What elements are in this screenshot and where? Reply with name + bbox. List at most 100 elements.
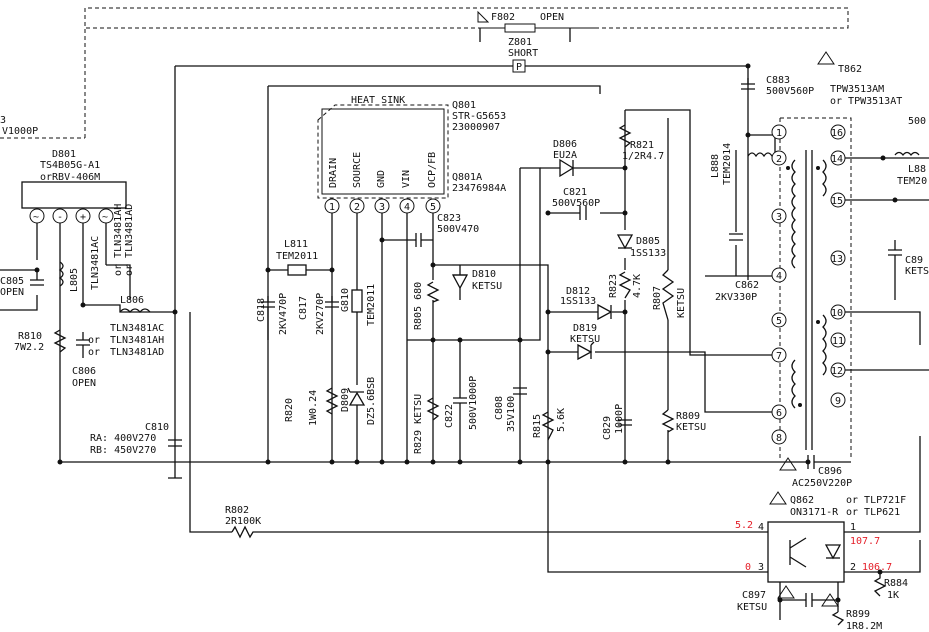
c896-value: AC250V220P: [792, 478, 852, 489]
left-3: 3: [0, 115, 6, 126]
r823-value: 4.7K: [632, 274, 643, 298]
d810-label: D810: [472, 269, 496, 280]
left-labels: 3 V1000P C805 OPEN L805 TLN3481AC or TLN…: [0, 115, 182, 479]
z801-label: Z801: [508, 37, 532, 48]
t862-model-a: TPW3513AM: [830, 84, 884, 95]
q862-pin-1: 1: [850, 522, 856, 533]
heat-sink-label: HEAT SINK: [351, 95, 405, 106]
t-pin-16: 16: [831, 128, 843, 139]
fuse-f802: F802 OPEN: [477, 10, 595, 33]
left-v1000p: V1000P: [2, 126, 38, 137]
c883-capacitor: C883 500V560P: [741, 75, 814, 97]
d805-part: 1SS133: [630, 248, 666, 259]
d801-part: TS4B05G-A1: [40, 160, 100, 171]
q801a-code: 23476984A: [452, 183, 506, 194]
q862-or1: or TLP721F: [846, 495, 906, 506]
dashed-boundary: [0, 7, 852, 460]
d805-label: D805: [636, 236, 660, 247]
l888-label: L888: [710, 154, 721, 178]
r810-value: 7W2.2: [14, 342, 44, 353]
r805-resistor: R805 680: [413, 281, 440, 330]
r807-resistor: R807 KETSU: [652, 269, 687, 321]
q801-ic: HEAT SINK Q801 STR-G5653 23000907 Q801A …: [317, 95, 549, 462]
t-pin-3: 3: [776, 212, 782, 223]
t-pin-12: 12: [831, 366, 843, 377]
c822-capacitor: C822 500V1000P: [444, 340, 479, 462]
voltage-0: 0: [745, 562, 751, 573]
t-pin-10: 10: [831, 308, 843, 319]
c897-label: C897: [742, 590, 766, 601]
c823-capacitor: C823 500V470: [382, 213, 479, 247]
g810-label: G810: [340, 288, 351, 312]
c805-label: C805: [0, 276, 24, 287]
q801a-label: Q801A: [452, 172, 482, 183]
t-pin-2: 2: [776, 154, 782, 165]
l888-inductor: L888 TEM2014: [710, 143, 778, 185]
r899-value: 1R8.2M: [846, 621, 882, 632]
r884-label: R884: [884, 578, 908, 589]
q801-label: Q801: [452, 100, 476, 111]
c821-capacitor: C821 500V560P: [552, 187, 600, 220]
t-pin-6: 6: [776, 408, 782, 419]
c821-label: C821: [563, 187, 587, 198]
voltage-5-2: 5.2: [735, 520, 753, 531]
bridge-pin-pos: +: [80, 212, 86, 223]
tln-list-2: TLN3481AH: [110, 335, 164, 346]
r815-label: R815: [532, 414, 543, 438]
jumper-z801: Z801 SHORT P: [479, 28, 571, 73]
q862-pin-2: 2: [850, 562, 856, 573]
d801-alt: orRBV-406M: [40, 172, 100, 183]
r820-value: 1W0.24: [308, 390, 319, 426]
t-pin-11: 11: [832, 336, 844, 347]
c897-value: KETSU: [737, 602, 767, 613]
c829-value: 1000P: [614, 404, 625, 434]
c829-label: C829: [602, 416, 613, 440]
right-l88: L88: [908, 164, 926, 175]
l811-inductor: L811 TEM2011: [268, 239, 332, 276]
d819-label: D819: [573, 323, 597, 334]
q862-pin-4: 4: [758, 522, 764, 533]
r809-value: KETSU: [676, 422, 706, 433]
c823-label: C823: [437, 213, 461, 224]
ic-pin-4: 4: [404, 202, 410, 213]
r820-resistor: R820 1W0.24: [284, 387, 339, 426]
l811-label: L811: [284, 239, 308, 250]
c829-capacitor: C829 1000P: [602, 404, 632, 440]
c896-label: C896: [818, 466, 842, 477]
right-500: 500: [908, 116, 926, 127]
c883-value: 500V560P: [766, 86, 814, 97]
r805-label: R805 680: [413, 282, 424, 330]
d819-part: KETSU: [570, 334, 600, 345]
z801-box-label: P: [516, 62, 522, 73]
l806-label: L806: [120, 295, 144, 306]
c810-rb: RB: 450V270: [90, 445, 156, 456]
d801-bridge: D801 TS4B05G-A1 orRBV-406M ~ - + ~: [0, 149, 175, 462]
d809-zener: D809 DZ5.6BSB: [340, 377, 377, 425]
tln-ad-label: or TLN3481AD: [124, 204, 135, 276]
right-edge-labels: 500 L88 TEM20 C89 KETS: [880, 116, 929, 300]
t-pin-4: 4: [776, 271, 782, 282]
f802-state: OPEN: [540, 12, 564, 23]
or-label-2: or: [88, 347, 100, 358]
g810-part: TEM2011: [366, 284, 377, 326]
r815-value: 5.6K: [556, 408, 567, 432]
pin-gnd-label: GND: [376, 170, 387, 188]
d801-label: D801: [52, 149, 76, 160]
tln-list-3: TLN3481AD: [110, 347, 164, 358]
d812-part: 1SS133: [560, 296, 596, 307]
t862-model-b: or TPW3513AT: [830, 96, 902, 107]
r821-label: R821: [630, 140, 654, 151]
c817-label: C817: [298, 296, 309, 320]
l888-part: TEM2014: [722, 143, 733, 185]
right-c89: C89: [905, 255, 923, 266]
r823-resistor: R823 4.7K: [608, 271, 643, 299]
r815-resistor: R815 5.6K: [532, 408, 567, 441]
ic-pin-5: 5: [430, 202, 436, 213]
pin-vin-label: VIN: [401, 170, 412, 188]
r802-value: 2R100K: [225, 516, 261, 527]
r884-value: 1K: [887, 590, 899, 601]
g810-bead: G810 TEM2011: [340, 284, 377, 326]
c818-label: C818: [256, 298, 267, 322]
c817-value: 2KV270P: [315, 293, 326, 335]
c823-value: 500V470: [437, 224, 479, 235]
